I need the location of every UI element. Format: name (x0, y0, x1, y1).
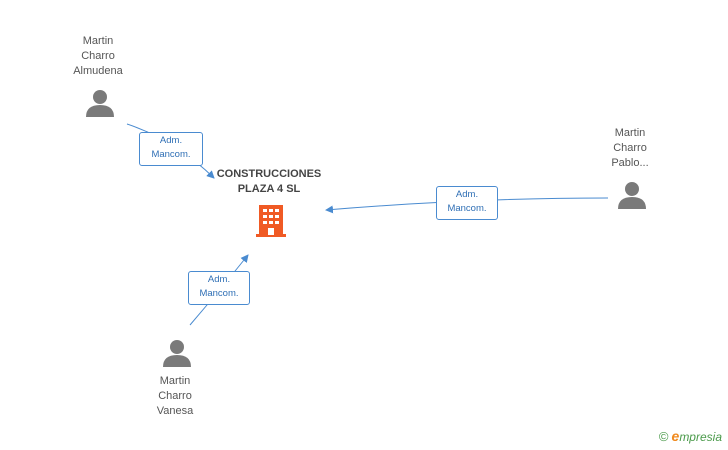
empresia-watermark[interactable]: © empresia (659, 428, 722, 444)
person-name-vanesa[interactable]: Martin Charro Vanesa (156, 375, 194, 417)
copyright-symbol: © (658, 428, 669, 444)
building-icon[interactable] (255, 204, 287, 238)
edge-label-pablo[interactable]: Adm. Mancom. (436, 186, 498, 220)
person-icon[interactable] (85, 88, 115, 118)
company-name[interactable]: CONSTRUCCIONES PLAZA 4 SL (216, 168, 322, 195)
person-name-almudena[interactable]: Martin Charro Almudena (73, 35, 123, 77)
person-name-pablo[interactable]: Martin Charro Pablo... (611, 127, 649, 169)
edge-label-almudena[interactable]: Adm. Mancom. (139, 132, 203, 166)
person-icon[interactable] (617, 180, 647, 210)
edge-label-vanesa[interactable]: Adm. Mancom. (188, 271, 250, 305)
person-icon[interactable] (162, 338, 192, 368)
brand-logo: empresia (671, 428, 722, 444)
